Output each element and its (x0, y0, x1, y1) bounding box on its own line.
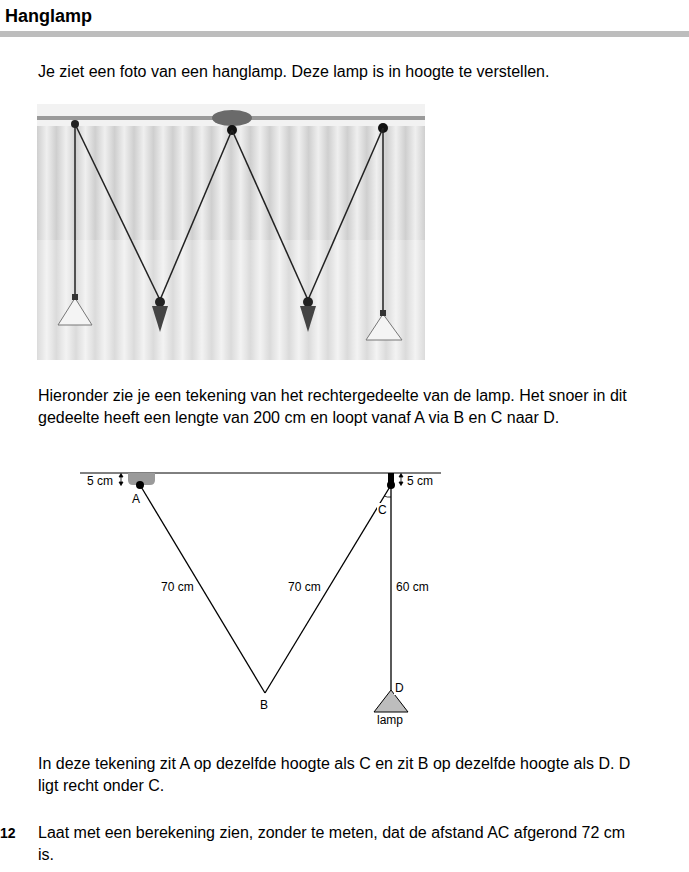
question-text: Laat met een berekening zien, zonder te … (38, 822, 638, 866)
dimension-label: 70 cm (160, 580, 195, 594)
point-label: C (377, 503, 388, 517)
lamp-label: lamp (376, 713, 404, 727)
question-number: 12 (0, 822, 16, 844)
point-label: D (394, 681, 405, 695)
dimension-label: 5 cm (86, 474, 114, 488)
intro-text: Hieronder zie je een tekening van het re… (38, 385, 658, 429)
lamp-drawing (80, 473, 441, 712)
dimension-label: 60 cm (395, 580, 430, 594)
dimension-label: 5 cm (406, 474, 434, 488)
intro-text: Je ziet een foto van een hanglamp. Deze … (38, 61, 668, 83)
point-label: A (131, 492, 141, 506)
header-rule (0, 31, 689, 37)
point-label: B (259, 698, 269, 712)
page-title: Hanglamp (5, 5, 92, 27)
lamp-photo (37, 104, 425, 360)
dimension-label: 70 cm (287, 580, 322, 594)
body-text: In deze tekening zit A op dezelfde hoogt… (38, 753, 638, 797)
